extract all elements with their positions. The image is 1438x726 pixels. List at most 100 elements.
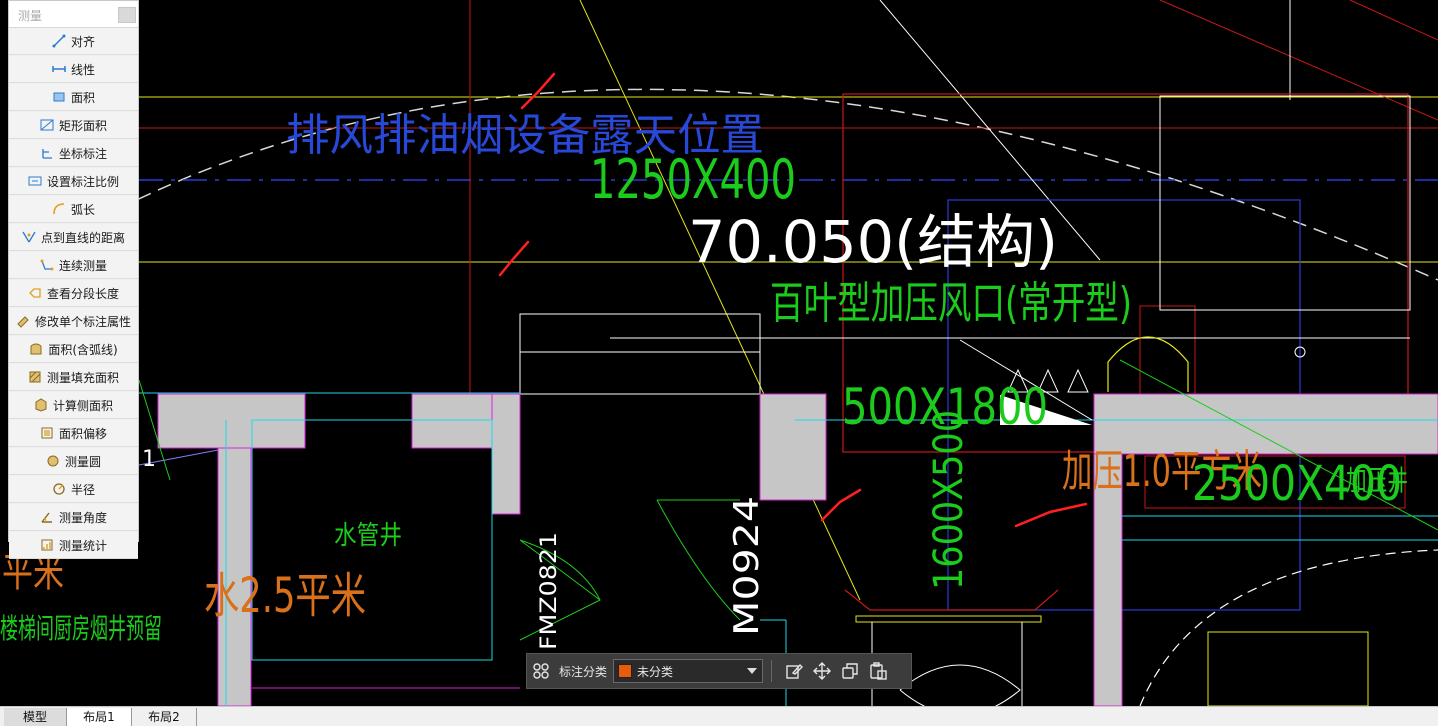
move-icon[interactable] — [808, 657, 836, 685]
tab-model[interactable]: 模型 — [4, 708, 66, 726]
tool-linear-dimension[interactable]: 线性 — [9, 56, 138, 83]
copy-icon[interactable] — [836, 657, 864, 685]
measure-angle-icon — [40, 510, 54, 524]
tool-label: 测量角度 — [58, 510, 107, 525]
area-icon — [52, 90, 66, 104]
walls — [157, 393, 1438, 706]
drawing-text: FMZ0821 — [537, 532, 562, 650]
hatch-area-icon — [28, 370, 42, 384]
drawing-text: 百叶型加压风口(常开型) — [770, 278, 1132, 329]
tool-area-with-arc[interactable]: 面积(含弧线) — [9, 336, 138, 363]
drawing-text: 加压1.0平方米 — [1062, 446, 1262, 497]
tool-label: 计算侧面积 — [52, 398, 113, 413]
drawing-text: 500X1800 — [842, 378, 1048, 436]
tool-label: 查看分段长度 — [46, 286, 119, 301]
tool-label: 面积偏移 — [58, 426, 107, 441]
grid-icon[interactable] — [527, 657, 555, 685]
annotation-toolbar: 标注分类 未分类 — [526, 653, 912, 689]
tool-area-offset[interactable]: 面积偏移 — [9, 420, 138, 447]
annotation-category-select[interactable]: 未分类 — [613, 659, 764, 683]
tool-list: 对齐线性面积矩形面积坐标标注设置标注比例弧长点到直线的距离连续测量查看分段长度修… — [9, 28, 138, 559]
tool-measure-statistics[interactable]: 测量统计 — [9, 532, 138, 559]
drawing-text: 排风排油烟设备露天位置 — [286, 110, 764, 161]
dimension-scale-icon — [28, 174, 42, 188]
drawing-text: 1 — [142, 447, 156, 472]
tool-hatch-area[interactable]: 测量填充面积 — [9, 364, 138, 391]
tool-label: 测量统计 — [58, 538, 107, 553]
tool-label: 连续测量 — [58, 258, 107, 273]
tab-layout1[interactable]: 布局1 — [66, 708, 132, 726]
drawing-text: 水2.5平米 — [204, 568, 366, 624]
divider — [771, 660, 773, 682]
tool-label: 线性 — [70, 62, 95, 77]
tool-area[interactable]: 面积 — [9, 84, 138, 111]
tool-segment-length[interactable]: 查看分段长度 — [9, 280, 138, 307]
tool-label: 设置标注比例 — [46, 174, 119, 189]
panel-header: 测量 — [9, 1, 138, 28]
red-line — [1159, 0, 1438, 121]
tool-label: 弧长 — [70, 202, 95, 217]
radius-icon — [52, 482, 66, 496]
tool-label: 面积(含弧线) — [48, 342, 118, 357]
paste-icon[interactable] — [864, 657, 892, 685]
edit-icon[interactable] — [780, 657, 808, 685]
drawing-text: 1250X400 — [590, 148, 796, 211]
tool-label: 坐标标注 — [58, 146, 107, 161]
measure-panel: 测量 对齐线性面积矩形面积坐标标注设置标注比例弧长点到直线的距离连续测量查看分段… — [8, 0, 139, 559]
drawing-text: 2500X400 — [1192, 456, 1402, 512]
tool-measure-circle[interactable]: 测量圆 — [9, 448, 138, 475]
tool-label: 面积 — [70, 90, 95, 105]
tool-label: 修改单个标注属性 — [34, 314, 131, 329]
tool-side-area[interactable]: 计算侧面积 — [9, 392, 138, 419]
tool-label: 测量填充面积 — [46, 370, 119, 385]
drawing-text: 加压井 — [1346, 464, 1408, 497]
layout-tab-bar: 模型 布局1 布局2 — [0, 706, 1438, 726]
category-color-swatch — [618, 664, 633, 678]
tool-label: 点到直线的距离 — [40, 230, 125, 245]
tool-edit-dimension[interactable]: 修改单个标注属性 — [9, 308, 138, 335]
dashed-arc — [59, 88, 1438, 281]
drawing-text: 楼梯间厨房烟井预留 — [0, 612, 162, 645]
tool-aligned-dimension[interactable]: 对齐 — [9, 28, 138, 55]
tool-point-to-line-distance[interactable]: 点到直线的距离 — [9, 224, 138, 251]
drawing-text: 1600X500 — [926, 410, 972, 590]
white-rect — [1159, 95, 1411, 311]
drawing-text: M0924 — [727, 496, 767, 636]
tool-continuous-measure[interactable]: 连续测量 — [9, 252, 138, 279]
measure-statistics-icon — [40, 538, 54, 552]
red-rect — [1144, 455, 1406, 509]
tool-coordinate-dimension[interactable]: 坐标标注 — [9, 140, 138, 167]
tool-label: 半径 — [70, 482, 95, 497]
tool-measure-angle[interactable]: 测量角度 — [9, 504, 138, 531]
aligned-dimension-icon — [52, 34, 66, 48]
tab-layout2[interactable]: 布局2 — [132, 708, 197, 726]
cad-drawing: 排风排油烟设备露天位置 1250X400 70.050(结构) 百叶型加压风口(… — [0, 0, 1438, 706]
continuous-measure-icon — [40, 258, 54, 272]
tool-radius[interactable]: 半径 — [9, 476, 138, 503]
tool-arc-length[interactable]: 弧长 — [9, 196, 138, 223]
area-with-arc-icon — [29, 342, 43, 356]
tool-label: 测量圆 — [64, 454, 101, 469]
category-value: 未分类 — [637, 664, 674, 679]
rectangle-area-icon — [40, 118, 54, 132]
side-area-icon — [34, 398, 48, 412]
panel-title: 测量 — [18, 9, 43, 23]
arc-length-icon — [52, 202, 66, 216]
drawing-text: 水管井 — [334, 521, 402, 551]
red-line — [1349, 0, 1438, 41]
drawing-text: 70.050(结构) — [688, 208, 1058, 276]
coordinate-dimension-icon — [40, 146, 54, 160]
measure-circle-icon — [46, 454, 60, 468]
linear-dimension-icon — [52, 62, 66, 76]
tool-rectangle-area[interactable]: 矩形面积 — [9, 112, 138, 139]
white-line — [879, 0, 1101, 261]
cad-drawing-canvas[interactable]: 排风排油烟设备露天位置 1250X400 70.050(结构) 百叶型加压风口(… — [0, 0, 1438, 706]
point-to-line-distance-icon — [22, 230, 36, 244]
tool-dimension-scale[interactable]: 设置标注比例 — [9, 168, 138, 195]
area-offset-icon — [40, 426, 54, 440]
tool-label: 对齐 — [70, 34, 95, 49]
white-rect — [519, 313, 761, 395]
annotation-category-label: 标注分类 — [559, 664, 608, 679]
tool-label: 矩形面积 — [58, 118, 107, 133]
panel-close-button[interactable] — [118, 7, 136, 23]
